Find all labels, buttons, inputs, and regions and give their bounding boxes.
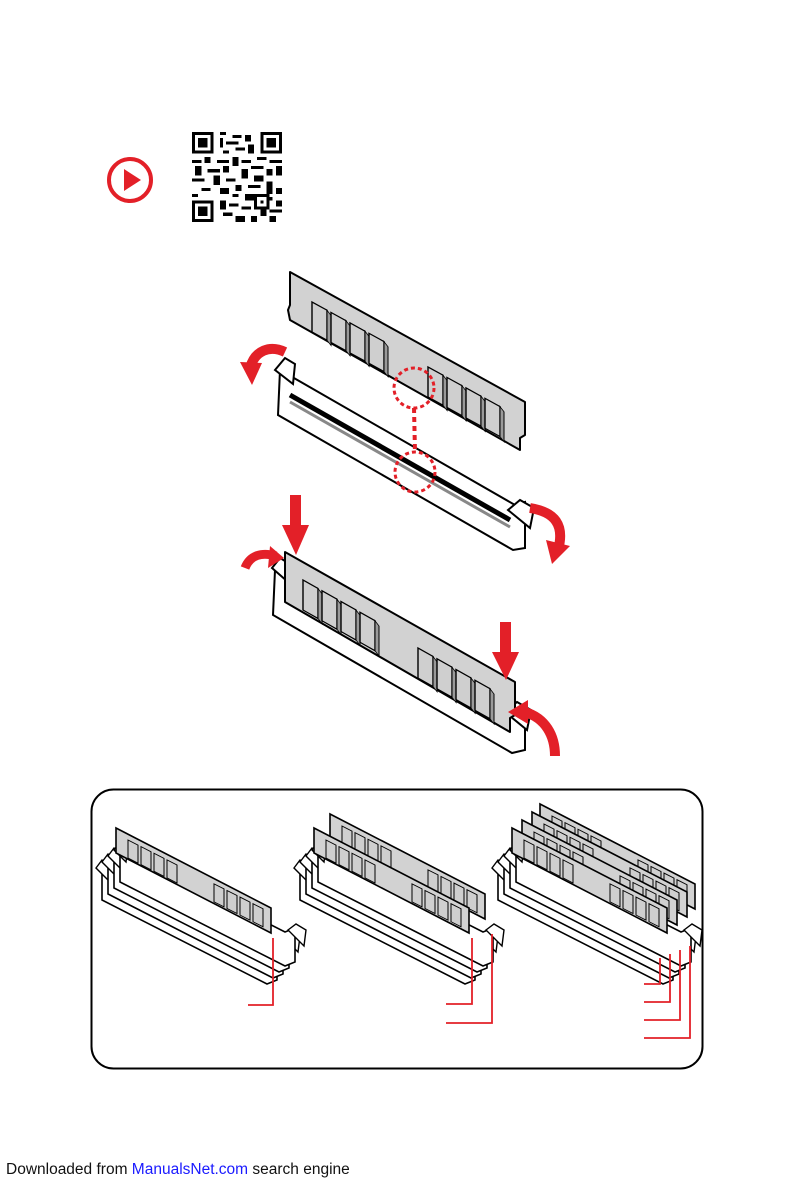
manualsnet-link[interactable]: ManualsNet.com [132,1161,248,1178]
latch-open-arrow-right [530,508,570,564]
footer-suffix: search engine [248,1161,350,1178]
qr-code-icon[interactable] [192,132,282,222]
download-source-footer: Downloaded from ManualsNet.com search en… [6,1161,350,1179]
push-down-arrow-left [282,495,309,555]
dimm-configuration-panel [90,788,704,1070]
footer-prefix: Downloaded from [6,1161,132,1178]
play-video-icon[interactable] [106,156,154,204]
dimm-installation-illustration [0,250,794,770]
